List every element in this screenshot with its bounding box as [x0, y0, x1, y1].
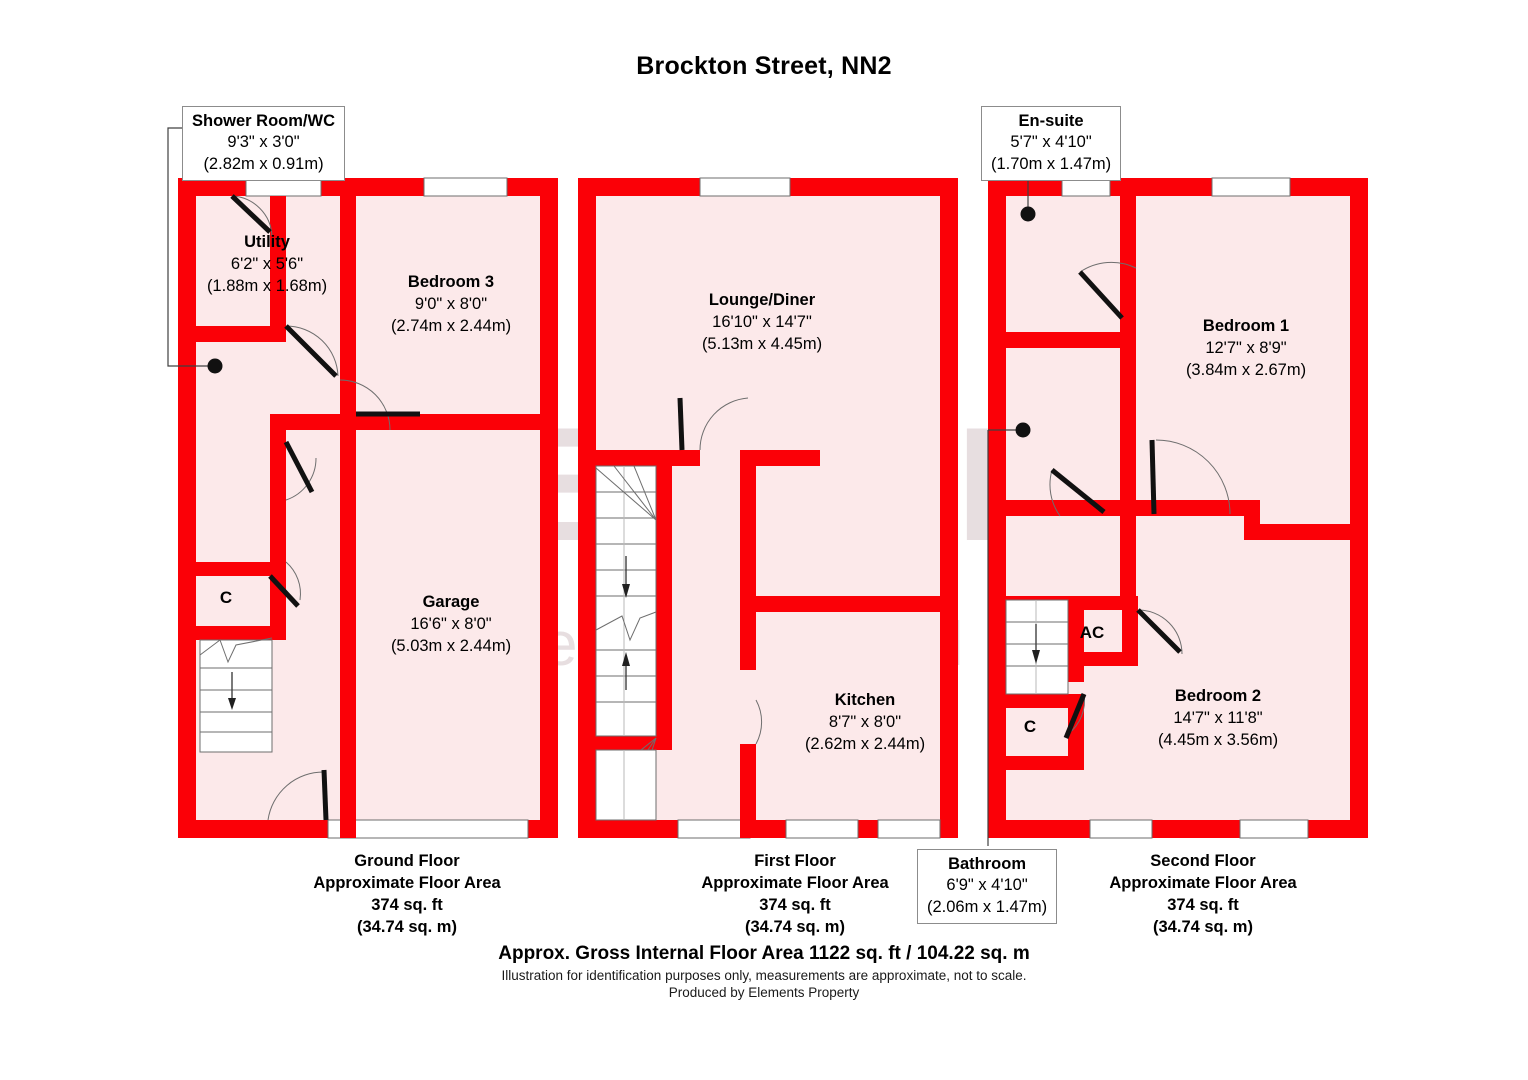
- floor-area-caption: Approximate Floor Area: [313, 873, 501, 892]
- room-imperial: 16'6" x 8'0": [410, 614, 492, 633]
- room-label-bedroom-3: Bedroom 3 9'0" x 8'0" (2.74m x 2.44m): [368, 272, 534, 338]
- room-name: Lounge/Diner: [708, 291, 816, 309]
- first-floor-plan: [578, 177, 958, 839]
- room-label-bedroom-2: Bedroom 2 14'7" x 11'8" (4.45m x 3.56m): [1128, 686, 1308, 752]
- room-metric: (2.74m x 2.44m): [390, 316, 512, 335]
- second-floor-staircase: [1005, 599, 1069, 695]
- floor-caption-ground-floor: Ground Floor Approximate Floor Area 374 …: [252, 851, 562, 939]
- floor-area-sqm: (34.74 sq. m): [357, 917, 457, 936]
- room-name: Utility: [244, 233, 290, 251]
- room-imperial: 16'10" x 14'7": [712, 312, 812, 331]
- floor-name: First Floor: [754, 852, 836, 870]
- room-label-kitchen: Kitchen 8'7" x 8'0" (2.62m x 2.44m): [782, 690, 948, 756]
- room-name: Garage: [422, 593, 480, 611]
- floor-caption-first-floor: First Floor Approximate Floor Area 374 s…: [640, 851, 950, 939]
- callout-bathroom: Bathroom 6'9" x 4'10" (2.06m x 1.47m): [917, 849, 1058, 925]
- room-imperial: 9'0" x 8'0": [414, 294, 488, 313]
- bathroom-leader: [987, 422, 1031, 846]
- ground-floor-internal-walls: [196, 196, 558, 838]
- ground-floor-plan: [167, 127, 558, 839]
- ground-floor-windows: [245, 177, 529, 839]
- room-label-utility: Utility 6'2" x 5'6" (1.88m x 1.68m): [190, 232, 344, 298]
- gross-area-text: Approx. Gross Internal Floor Area 1122 s…: [498, 943, 1030, 964]
- callout-metric: (2.06m x 1.47m): [927, 897, 1048, 916]
- room-imperial: 12'7" x 8'9": [1205, 338, 1287, 357]
- callout-name: Bathroom: [948, 855, 1027, 873]
- disclaimer-text: Illustration for identification purposes…: [501, 968, 1027, 983]
- floor-area-sqft: 374 sq. ft: [1167, 895, 1239, 914]
- callout-imperial: 6'9" x 4'10": [946, 876, 1028, 895]
- room-metric: (5.13m x 4.45m): [701, 334, 823, 353]
- tag-cupboard-second: C: [1023, 717, 1037, 736]
- room-label-lounge-diner: Lounge/Diner 16'10" x 14'7" (5.13m x 4.4…: [672, 290, 852, 356]
- floor-area-sqm: (34.74 sq. m): [1153, 917, 1253, 936]
- room-name: Kitchen: [834, 691, 896, 709]
- floor-caption-second-floor: Second Floor Approximate Floor Area 374 …: [1048, 851, 1358, 939]
- room-metric: (4.45m x 3.56m): [1157, 730, 1279, 749]
- first-floor-windows: [677, 177, 941, 839]
- room-imperial: 6'2" x 5'6": [230, 254, 304, 273]
- room-name: Bedroom 1: [1202, 317, 1290, 335]
- room-label-bedroom-1: Bedroom 1 12'7" x 8'9" (3.84m x 2.67m): [1158, 316, 1334, 382]
- callout-imperial: 9'3" x 3'0": [227, 133, 300, 152]
- callout-name: En-suite: [1018, 112, 1084, 130]
- room-metric: (1.88m x 1.68m): [206, 276, 328, 295]
- callout-imperial: 5'7" x 4'10": [1010, 133, 1092, 152]
- first-floor-doors: [677, 397, 763, 745]
- ground-floor-doors: [230, 194, 420, 821]
- callout-metric: (1.70m x 1.47m): [991, 154, 1112, 173]
- second-floor-doors: [1049, 261, 1231, 739]
- room-metric: (5.03m x 2.44m): [390, 636, 512, 655]
- shower-room-leader: [167, 127, 223, 374]
- tag-cupboard-ground: C: [219, 588, 233, 607]
- tag-airing-cupboard: AC: [1079, 623, 1105, 642]
- floor-name: Ground Floor: [354, 852, 460, 870]
- room-metric: (3.84m x 2.67m): [1185, 360, 1307, 379]
- room-label-garage: Garage 16'6" x 8'0" (5.03m x 2.44m): [368, 592, 534, 658]
- producer-text: Produced by Elements Property: [668, 985, 860, 1000]
- room-name: Bedroom 3: [407, 273, 495, 291]
- floor-area-sqft: 374 sq. ft: [371, 895, 443, 914]
- floor-area-sqm: (34.74 sq. m): [745, 917, 845, 936]
- floor-area-sqft: 374 sq. ft: [759, 895, 831, 914]
- room-name: Bedroom 2: [1174, 687, 1262, 705]
- callout-metric: (2.82m x 0.91m): [203, 154, 324, 173]
- callout-en-suite: En-suite 5'7" x 4'10" (1.70m x 1.47m): [981, 106, 1122, 182]
- second-floor-plan: [987, 175, 1368, 846]
- first-floor-walls: [578, 178, 958, 838]
- first-floor-staircase: [595, 465, 657, 821]
- callout-name: Shower Room/WC: [192, 112, 335, 130]
- floor-area-caption: Approximate Floor Area: [701, 873, 889, 892]
- room-metric: (2.62m x 2.44m): [804, 734, 926, 753]
- room-imperial: 8'7" x 8'0": [828, 712, 902, 731]
- floor-area-caption: Approximate Floor Area: [1109, 873, 1297, 892]
- floor-name: Second Floor: [1150, 852, 1256, 870]
- ground-floor-staircase: [199, 637, 273, 753]
- first-floor-internal-walls: [596, 450, 942, 838]
- callout-shower-room-wc: Shower Room/WC 9'3" x 3'0" (2.82m x 0.91…: [182, 106, 345, 182]
- page-title: Brockton Street, NN2: [636, 52, 892, 80]
- room-imperial: 14'7" x 11'8": [1173, 708, 1263, 727]
